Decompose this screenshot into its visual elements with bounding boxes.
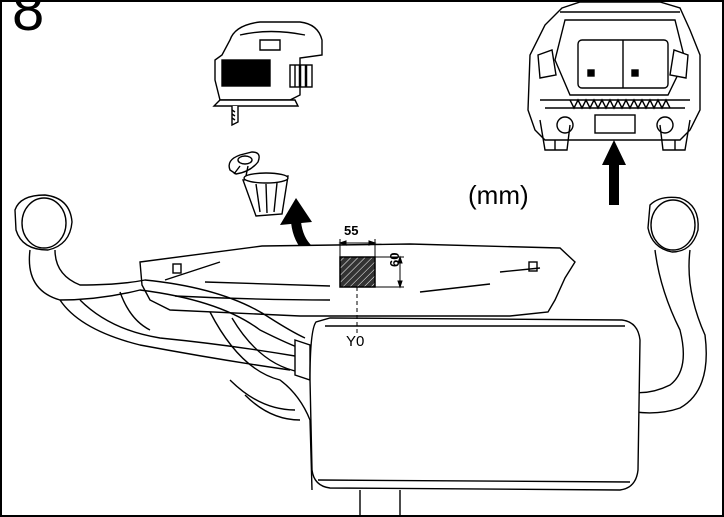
vehicle-rear-icon — [527, 1, 701, 151]
dimension-height-label: 60 — [387, 252, 402, 267]
up-arrow-icon — [602, 140, 626, 205]
reference-y0-label: Y0 — [346, 333, 365, 350]
step-number: 8 — [12, 0, 45, 43]
muffler — [229, 317, 641, 515]
exhaust-pipe-left — [14, 194, 313, 491]
trash-bin-icon — [228, 151, 289, 217]
cut-area-icon — [339, 256, 376, 288]
dimension-width-label: 55 — [344, 223, 359, 238]
dimension-lines — [338, 239, 404, 335]
jigsaw-icon — [212, 21, 323, 127]
unit-label: (mm) — [468, 180, 529, 210]
exhaust-pipe-right — [629, 196, 707, 414]
